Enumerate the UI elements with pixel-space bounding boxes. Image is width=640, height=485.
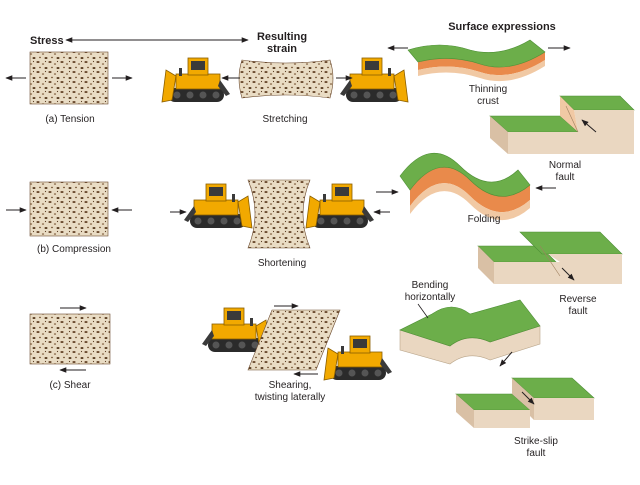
label-shortening: Shortening: [258, 258, 306, 269]
label-bending-line2: horizontally: [405, 292, 456, 303]
stretching-rock: [238, 59, 334, 99]
thinning-crust-block: [407, 39, 546, 82]
strike-slip-block: [455, 377, 595, 428]
bulldozer-icon: [305, 183, 375, 229]
normal-fault-arrow: [581, 119, 597, 133]
label-tension: (a) Tension: [45, 114, 94, 125]
bulldozer-icon: [323, 335, 393, 381]
strike-slip-arrow: [521, 391, 535, 405]
shear-rock-block: [29, 313, 111, 365]
shortening-rock: [247, 179, 311, 249]
bending-pointer: [417, 303, 429, 319]
label-reverse-line2: fault: [569, 306, 588, 317]
label-reverse-line1: Reverse: [559, 294, 597, 305]
label-shearing-line2: twisting laterally: [255, 392, 326, 403]
folding-block: [399, 152, 531, 221]
reverse-fault-block: [477, 231, 623, 284]
label-folding: Folding: [468, 214, 501, 225]
tension-rock-block: [29, 51, 109, 105]
label-compression: (b) Compression: [37, 244, 111, 255]
header-strain-line2: strain: [267, 43, 297, 55]
label-thinning-line1: Thinning: [469, 84, 507, 95]
label-shearing-line1: Shearing,: [269, 380, 312, 391]
bending-arrow: [499, 351, 513, 367]
normal-fault-block: [489, 95, 635, 154]
label-stretching: Stretching: [262, 114, 307, 125]
label-shear: (c) Shear: [49, 380, 91, 391]
label-strikeslip-line1: Strike-slip: [514, 436, 558, 447]
header-strain-line1: Resulting: [257, 31, 307, 43]
bulldozer-icon: [161, 57, 231, 103]
label-strikeslip-line2: fault: [527, 448, 546, 459]
bulldozer-icon: [183, 183, 253, 229]
label-bending-line1: Bending: [412, 280, 449, 291]
bulldozer-icon: [339, 57, 409, 103]
compression-rock-block: [29, 181, 109, 237]
label-thinning-line2: crust: [477, 96, 499, 107]
label-normal-line2: fault: [556, 172, 575, 183]
reverse-fault-arrow: [561, 267, 575, 281]
label-normal-line1: Normal: [549, 160, 581, 171]
header-stress: Stress: [30, 35, 64, 47]
shearing-rock: [247, 309, 341, 371]
bending-block: [399, 299, 541, 365]
header-surface: Surface expressions: [448, 21, 556, 33]
